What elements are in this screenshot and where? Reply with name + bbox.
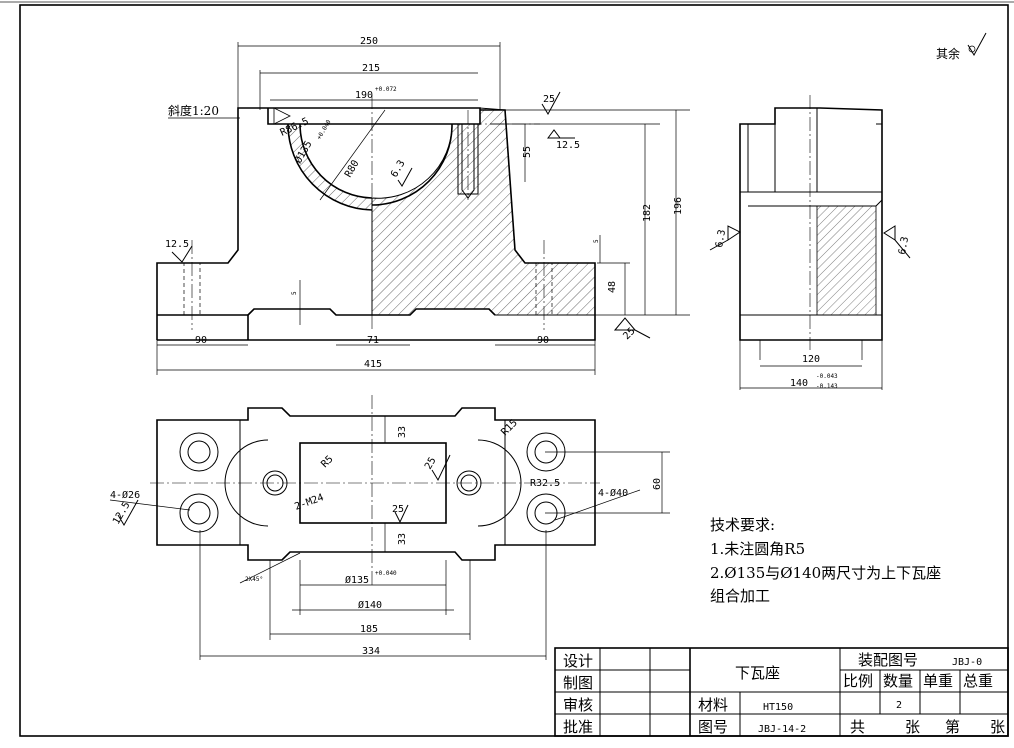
dimension-label: 12.5	[111, 500, 133, 526]
dimension-label: 415	[364, 359, 382, 370]
roughness-mark-icon: 12.5 25 25	[111, 454, 451, 527]
dimension-label: -0.043	[816, 373, 838, 380]
dimension-label: 2X45°	[245, 576, 263, 583]
dimension-label: JBJ-0	[952, 657, 982, 668]
dimension-label: 25	[423, 456, 439, 472]
dimension-label: 185	[360, 624, 378, 635]
dimension-label: 6.3	[714, 229, 728, 249]
dimension-label: -0.143	[816, 383, 838, 390]
dimension-label: 60	[652, 478, 663, 490]
roughness-mark-icon: 6.3 6.3	[709, 225, 911, 259]
dimension-label: 装配图号	[858, 651, 918, 669]
dimension-label: 2	[896, 700, 902, 711]
dimension-label: Ø135	[345, 574, 369, 586]
dimension-label: 批准	[563, 718, 593, 736]
dimension-label: 90	[195, 335, 207, 346]
dimension-label: 总重	[963, 672, 993, 690]
dimension-label: 25	[621, 326, 637, 342]
dimension-label: 2-M24	[293, 492, 325, 513]
dimension-label: 第	[945, 718, 960, 736]
dimension-label: 张	[990, 718, 1005, 736]
dimension-label: 90	[537, 335, 549, 346]
requirement-item-1: 1.未注圆角R5	[710, 540, 805, 558]
dimension-label: 6.3	[389, 158, 408, 179]
requirement-item-2: 2.Ø135与Ø140两尺寸为上下瓦座	[710, 564, 941, 582]
dimension-label: 250	[360, 36, 378, 47]
roughness-note: 其余	[936, 46, 960, 61]
dimension-label: R32.5	[530, 478, 560, 489]
dimension-label: 48	[607, 281, 618, 293]
dimension-label: HT150	[763, 702, 793, 713]
dimension-label: 196	[673, 197, 684, 215]
dimension-label: 图号	[698, 718, 728, 736]
dimension-label: 33	[397, 426, 408, 438]
dimension-label: 5	[593, 239, 600, 243]
taper-label: 斜度1:20	[168, 103, 219, 118]
front-view: 250 215 190 +0.072 R86.5 Ø135 +0.040 R80…	[156, 36, 690, 375]
dimension-label: 25	[392, 504, 404, 515]
dimension-label: 71	[367, 335, 379, 346]
dimension-label: 4-Ø26	[110, 489, 140, 501]
dimension-label: 审核	[563, 696, 593, 714]
dimension-label: 制图	[563, 674, 593, 692]
dimension-label: +0.040	[316, 118, 333, 141]
dimension-label: 共	[850, 718, 865, 736]
dimension-label: Ø140	[358, 599, 382, 611]
dimension-label: 5	[291, 291, 298, 295]
dimension-label: 4-Ø40	[598, 487, 628, 499]
dimension-label: 182	[642, 204, 653, 222]
dimension-label: 单重	[923, 672, 953, 690]
requirement-item-3: 组合加工	[710, 587, 770, 605]
dimension-label: R80	[343, 158, 362, 179]
dimension-label: 215	[362, 63, 380, 74]
dimension-label: 12.5	[556, 140, 580, 151]
dimension-label: 140	[790, 378, 808, 389]
requirements-title: 技术要求:	[710, 516, 775, 534]
roughness-symbol-icon	[967, 32, 987, 57]
side-view: 120 140 -0.043 -0.143 6.3 6.3	[709, 95, 911, 390]
dimension-label: 25	[543, 94, 555, 105]
dimension-label: +0.072	[375, 86, 397, 93]
dimension-label: +0.040	[375, 570, 397, 577]
dimension-label: 120	[802, 354, 820, 365]
top-view: 33 33 R15 R5 2-M24 R32.5 60 4-Ø26 4-Ø40 …	[109, 395, 670, 660]
drawing-border	[19, 4, 1009, 737]
dimension-label: R5	[319, 454, 335, 470]
technical-requirements: 技术要求: 1.未注圆角R5 2.Ø135与Ø140两尺寸为上下瓦座 组合加工	[710, 516, 941, 605]
dimension-label: 190	[355, 90, 373, 101]
dimension-label: 材料	[698, 696, 728, 714]
bolt-holes	[179, 432, 566, 533]
dimension-label: 55	[522, 146, 533, 158]
dimension-label: 数量	[883, 672, 913, 690]
dimension-label: JBJ-14-2	[758, 724, 806, 735]
dimension-label: 设计	[563, 652, 593, 670]
dimension-label: 张	[905, 718, 920, 736]
dimension-label: 比例	[843, 672, 873, 690]
dimension-label: 6.3	[897, 236, 911, 256]
roughness-mark-icon: 25 12.5 6.3 12.5 25	[165, 91, 651, 342]
dimension-label: 334	[362, 646, 380, 657]
dimension-label: 12.5	[165, 239, 189, 250]
title-block: 设计 制图 审核 批准 下瓦座 装配图号 JBJ-0 比例 数量 单重 总重 2…	[554, 647, 1009, 737]
dimension-label: 33	[397, 533, 408, 545]
part-name: 下瓦座	[735, 664, 780, 682]
